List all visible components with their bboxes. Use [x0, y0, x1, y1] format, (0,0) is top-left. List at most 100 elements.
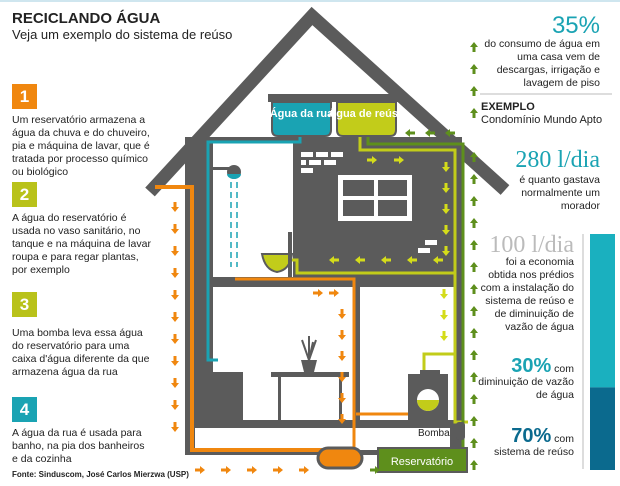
arrow-up-icon	[470, 42, 478, 52]
page-title: RECICLANDO ÁGUA	[12, 10, 161, 27]
lime-pipe-washer	[422, 352, 455, 370]
step-3-text: Uma bomba leva essa água do reservatório…	[12, 327, 150, 378]
arrow-up-icon	[470, 196, 478, 206]
bar-segment	[590, 387, 615, 470]
teal-pipe	[206, 137, 302, 362]
arrow-up-icon	[470, 284, 478, 294]
source-credit: Fonte: Sinduscom, José Carlos Mierzwa (U…	[12, 470, 189, 479]
arrow-down-icon	[338, 309, 346, 319]
stat-30-value: 30%	[511, 355, 552, 377]
arrow-down-icon	[338, 414, 346, 424]
stat-35-text: do consumo de água em uma casa vem de de…	[484, 38, 600, 89]
step-1-text: Um reservatório armazena a água da chuva…	[12, 114, 150, 178]
arrow-up-icon	[470, 86, 478, 96]
washing-machine	[408, 370, 448, 420]
arrow-right-icon	[273, 466, 283, 474]
arrow-down-icon	[440, 289, 448, 299]
stat-280-value: 280 l/dia	[515, 147, 600, 173]
arrow-down-icon	[171, 356, 179, 366]
step-2-text: A água do reservatório é usada no vaso s…	[12, 212, 151, 276]
stat-30-with: com	[554, 363, 574, 375]
tank-lid	[268, 94, 400, 102]
arrow-down-icon	[171, 312, 179, 322]
kitchen-counter	[198, 372, 243, 420]
stat-100-text: foi a economia obtida nos prédios com a …	[480, 256, 574, 333]
arrow-left-icon	[381, 256, 391, 264]
arrow-down-icon	[171, 290, 179, 300]
example-name: Condomínio Mundo Apto	[481, 114, 603, 126]
treatment-tank	[316, 446, 364, 470]
tank-reuse	[336, 101, 397, 137]
pump	[456, 422, 465, 440]
arrow-right-icon	[394, 156, 404, 164]
arrow-up-icon	[470, 218, 478, 228]
arrow-left-icon	[425, 129, 435, 137]
toilet	[260, 232, 294, 277]
arrow-right-icon	[370, 466, 380, 474]
arrow-down-icon	[171, 202, 179, 212]
arrow-left-icon	[405, 129, 415, 137]
arrow-up-icon	[470, 64, 478, 74]
arrow-up-icon	[470, 306, 478, 316]
savings-bar	[590, 234, 615, 470]
arrow-down-icon	[442, 246, 450, 256]
shower	[213, 165, 241, 267]
arrow-down-icon	[440, 331, 448, 341]
arrow-right-icon	[247, 466, 257, 474]
stat-70-value: 70%	[511, 425, 552, 447]
flow-arrows	[171, 42, 478, 474]
green-pipe	[366, 134, 465, 447]
arrow-down-icon	[171, 224, 179, 234]
arrow-down-icon	[338, 393, 346, 403]
arrow-up-icon	[470, 240, 478, 250]
stat-100-value: 100 l/dia	[489, 232, 574, 258]
step-3-badge: 3	[12, 292, 37, 317]
pump-label: Bomba	[418, 428, 450, 439]
arrow-down-icon	[442, 225, 450, 235]
tank-street-label: Água da rua	[270, 107, 334, 120]
step-4-text: A água da rua é usada para banho, na pia…	[12, 427, 145, 465]
arrow-down-icon	[442, 183, 450, 193]
arrow-down-icon	[171, 400, 179, 410]
reservoir	[377, 447, 468, 473]
stat-280-text: é quanto gastava normalmente um morador	[519, 174, 600, 212]
arrow-down-icon	[171, 422, 179, 432]
tank-reuse-label: Água de reúso	[328, 107, 405, 120]
arrow-left-icon	[445, 129, 455, 137]
basement	[195, 428, 450, 450]
arrow-up-icon	[470, 262, 478, 272]
arrow-down-icon	[440, 310, 448, 320]
arrow-up-icon	[470, 460, 478, 470]
lime-pipe-toilet	[292, 258, 455, 275]
arrow-down-icon	[442, 162, 450, 172]
arrow-left-icon	[433, 256, 443, 264]
bar-segment	[590, 234, 615, 388]
arrow-right-icon	[299, 466, 309, 474]
example-label: EXEMPLO	[481, 101, 535, 113]
arrow-down-icon	[442, 204, 450, 214]
orange-pipe-shower	[235, 277, 356, 450]
step-2-badge: 2	[12, 182, 37, 207]
stat-30-text: diminuição de vazão de água	[478, 376, 574, 401]
arrow-down-icon	[338, 351, 346, 361]
arrow-right-icon	[313, 289, 323, 297]
arrow-up-icon	[470, 438, 478, 448]
arrow-down-icon	[171, 268, 179, 278]
stat-70-with: com	[554, 433, 574, 445]
tank-street	[271, 101, 332, 137]
arrow-right-icon	[195, 466, 205, 474]
step-4-badge: 4	[12, 397, 37, 422]
arrow-left-icon	[329, 256, 339, 264]
reservoir-label: Reservatório	[391, 456, 453, 468]
arrow-down-icon	[171, 378, 179, 388]
arrow-right-icon	[367, 156, 377, 164]
bricks	[301, 152, 437, 253]
step-1-badge: 1	[12, 84, 37, 109]
stat-35-value: 35%	[551, 12, 600, 39]
arrow-down-icon	[338, 372, 346, 382]
arrow-down-icon	[171, 334, 179, 344]
arrow-left-icon	[407, 256, 417, 264]
arrow-up-icon	[470, 108, 478, 118]
